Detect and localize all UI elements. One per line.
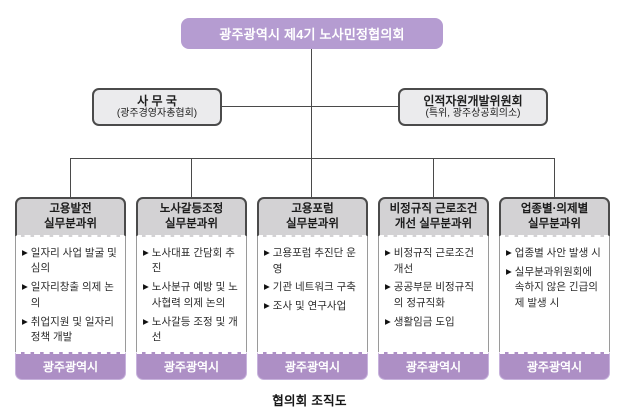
bullet-triangle-icon: ▶: [22, 282, 28, 291]
committee-employment-development: 고용발전 실무분과위 ▶일자리 사업 발굴 및 심의 ▶일자리창출 의제 논의 …: [15, 197, 126, 380]
root-node-label: 광주광역시 제4기 노사민정협의회: [219, 27, 405, 42]
bullet-triangle-icon: ▶: [506, 266, 512, 276]
secretariat-subtitle: (광주경영자총협회): [116, 108, 198, 120]
list-item-text: 노사갈등 조정 및 개선: [151, 315, 238, 344]
bullet-triangle-icon: ▶: [506, 247, 512, 257]
committee-header: 고용발전 실무분과위: [15, 197, 126, 237]
committee-body: ▶노사대표 간담회 추진 ▶노사분규 예방 및 노사협력 의제 논의 ▶노사갈등…: [136, 236, 247, 352]
list-item: ▶일자리 사업 발굴 및 심의: [22, 246, 120, 278]
secretariat-title: 사 무 국: [137, 93, 177, 108]
hrd-committee-subtitle: (특위, 광주상공회의소): [425, 108, 521, 120]
committee-body: ▶업종별 사안 발생 시 ▶실무분과위원회에 속하지 않은 긴급의제 발생 시: [499, 236, 610, 352]
bullet-triangle-icon: ▶: [264, 301, 270, 311]
list-item-text: 생활임금 도입: [393, 315, 455, 328]
committee-header: 노사갈등조정 실무분과위: [136, 197, 247, 237]
hrd-committee-node: 인적자원개발위원회 (특위, 광주상공회의소): [398, 88, 548, 126]
committee-footer: 광주광역시: [499, 352, 610, 380]
bullet-triangle-icon: ▶: [385, 282, 391, 292]
committee-header: 업종별·의제별 실무분과위: [499, 197, 610, 237]
root-node: 광주광역시 제4기 노사민정협의회: [181, 18, 443, 49]
list-item-text: 실무분과위원회에 속하지 않은 긴급의제 발생 시: [514, 265, 598, 310]
connector-stub-3: [311, 158, 312, 197]
list-item: ▶일자리창출 의제 논의: [22, 280, 120, 312]
connector-stub-4: [433, 158, 434, 197]
bullet-triangle-icon: ▶: [264, 247, 270, 257]
bullet-triangle-icon: ▶: [264, 282, 270, 292]
diagram-caption: 협의회 조직도: [272, 394, 347, 408]
connector-distribution-horizontal: [70, 158, 555, 159]
committee-footer: 광주광역시: [257, 352, 368, 380]
list-item: ▶실무분과위원회에 속하지 않은 긴급의제 발생 시: [506, 265, 604, 312]
list-item-text: 공공부문 비정규직의 정규직화: [393, 281, 474, 310]
committee-footer: 광주광역시: [15, 352, 126, 380]
connector-side-horizontal: [222, 106, 398, 107]
bullet-triangle-icon: ▶: [385, 247, 391, 257]
bullet-triangle-icon: ▶: [143, 316, 149, 326]
committee-labor-conflict-mediation: 노사갈등조정 실무분과위 ▶노사대표 간담회 추진 ▶노사분규 예방 및 노사협…: [136, 197, 247, 380]
connector-stub-5: [554, 158, 555, 197]
committee-body: ▶비정규직 근로조건 개선 ▶공공부문 비정규직의 정규직화 ▶생활임금 도입: [378, 236, 489, 352]
list-item-text: 노사분규 예방 및 노사협력 의제 논의: [151, 281, 238, 309]
list-item-text: 고용포럼 추진단 운영: [272, 246, 356, 275]
list-item: ▶업종별 사안 발생 시: [506, 246, 604, 262]
connector-root-vertical: [311, 49, 312, 158]
committee-footer: 광주광역시: [136, 352, 247, 380]
list-item-text: 비정규직 근로조건 개선: [393, 246, 474, 275]
committee-footer: 광주광역시: [378, 352, 489, 380]
committee-nonregular-working-conditions: 비정규직 근로조건 개선 실무분과위 ▶비정규직 근로조건 개선 ▶공공부문 비…: [378, 197, 489, 380]
list-item-text: 일자리 사업 발굴 및 심의: [30, 246, 117, 275]
list-item-text: 일자리창출 의제 논의: [30, 281, 114, 309]
list-item-text: 취업지원 및 일자리 정책 개발: [30, 315, 114, 344]
bullet-triangle-icon: ▶: [22, 247, 28, 257]
list-item: ▶노사분규 예방 및 노사협력 의제 논의: [143, 280, 241, 312]
bullet-triangle-icon: ▶: [385, 316, 391, 326]
list-item: ▶취업지원 및 일자리 정책 개발: [22, 315, 120, 347]
bullet-triangle-icon: ▶: [22, 316, 28, 326]
list-item: ▶공공부문 비정규직의 정규직화: [385, 280, 483, 312]
bullet-triangle-icon: ▶: [143, 282, 149, 291]
list-item: ▶생활임금 도입: [385, 315, 483, 331]
committee-body: ▶고용포럼 추진단 운영 ▶기관 네트워크 구축 ▶조사 및 연구사업: [257, 236, 368, 352]
committee-header: 비정규직 근로조건 개선 실무분과위: [378, 197, 489, 237]
list-item: ▶기관 네트워크 구축: [264, 280, 362, 296]
list-item: ▶비정규직 근로조건 개선: [385, 246, 483, 278]
committee-employment-forum: 고용포럼 실무분과위 ▶고용포럼 추진단 운영 ▶기관 네트워크 구축 ▶조사 …: [257, 197, 368, 380]
list-item-text: 업종별 사안 발생 시: [514, 246, 601, 259]
list-item-text: 기관 네트워크 구축: [272, 281, 356, 294]
committee-header: 고용포럼 실무분과위: [257, 197, 368, 237]
list-item: ▶조사 및 연구사업: [264, 299, 362, 315]
list-item: ▶고용포럼 추진단 운영: [264, 246, 362, 278]
committee-sector-agenda: 업종별·의제별 실무분과위 ▶업종별 사안 발생 시 ▶실무분과위원회에 속하지…: [499, 197, 610, 380]
list-item: ▶노사갈등 조정 및 개선: [143, 315, 241, 347]
secretariat-node: 사 무 국 (광주경영자총협회): [92, 88, 222, 126]
list-item-text: 조사 및 연구사업: [272, 300, 347, 313]
committee-body: ▶일자리 사업 발굴 및 심의 ▶일자리창출 의제 논의 ▶취업지원 및 일자리…: [15, 236, 126, 352]
connector-stub-1: [70, 158, 71, 197]
list-item: ▶노사대표 간담회 추진: [143, 246, 241, 278]
connector-stub-2: [191, 158, 192, 197]
bullet-triangle-icon: ▶: [143, 247, 149, 257]
list-item-text: 노사대표 간담회 추진: [151, 246, 235, 275]
hrd-committee-title: 인적자원개발위원회: [423, 93, 523, 108]
